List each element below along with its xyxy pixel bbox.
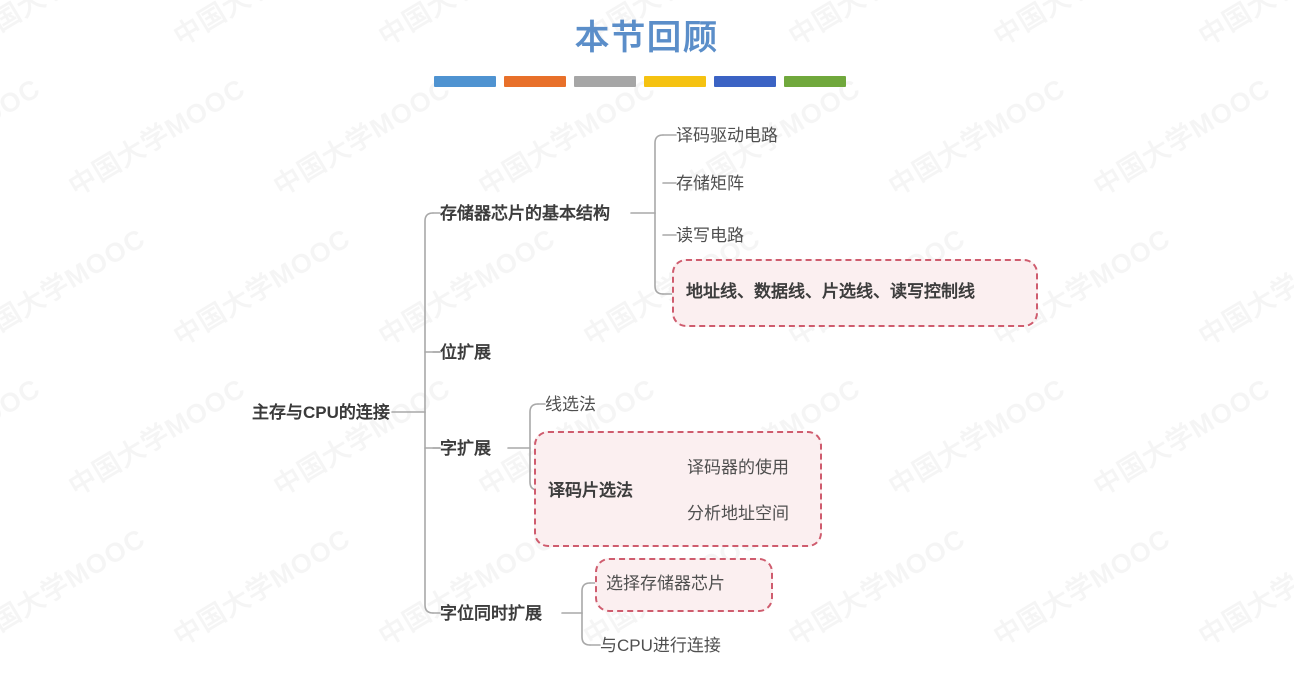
hl-bus-lines [672,259,1038,327]
word-expand-trunk [529,403,539,491]
n-word-expand[interactable]: 字扩展 [440,439,491,458]
page-title: 本节回顾 [575,19,719,57]
n-line-select[interactable]: 线选法 [545,395,596,414]
n-decode-chip-select[interactable]: 译码片选法 [548,481,633,500]
n-decode-drive[interactable]: 译码驱动电路 [676,126,778,145]
bar-blue-light [434,76,496,87]
title-color-bars [434,76,846,87]
bar-gray [574,76,636,87]
n-storage-matrix[interactable]: 存储矩阵 [676,174,744,193]
n-addr-space[interactable]: 分析地址空间 [687,504,789,523]
n-select-chip[interactable]: 选择存储器芯片 [606,574,725,593]
bar-blue-dark [714,76,776,87]
n-bus-lines[interactable]: 地址线、数据线、片选线、读写控制线 [686,282,975,301]
n-root[interactable]: 主存与CPU的连接 [252,403,390,422]
n-bit-expand[interactable]: 位扩展 [440,343,491,362]
bar-green [784,76,846,87]
word-bit-trunk [581,582,591,646]
hl-decode-chip-select [534,431,822,547]
hl-select-chip [595,558,773,612]
n-connect-cpu[interactable]: 与CPU进行连接 [600,636,721,655]
level1-trunk [424,212,434,614]
n-decoder-usage[interactable]: 译码器的使用 [687,458,789,477]
n-chip-structure[interactable]: 存储器芯片的基本结构 [440,204,610,223]
chip-structure-trunk [654,134,664,295]
n-word-bit-expand[interactable]: 字位同时扩展 [440,604,542,623]
n-read-write[interactable]: 读写电路 [676,226,744,245]
bar-orange [504,76,566,87]
bar-yellow [644,76,706,87]
